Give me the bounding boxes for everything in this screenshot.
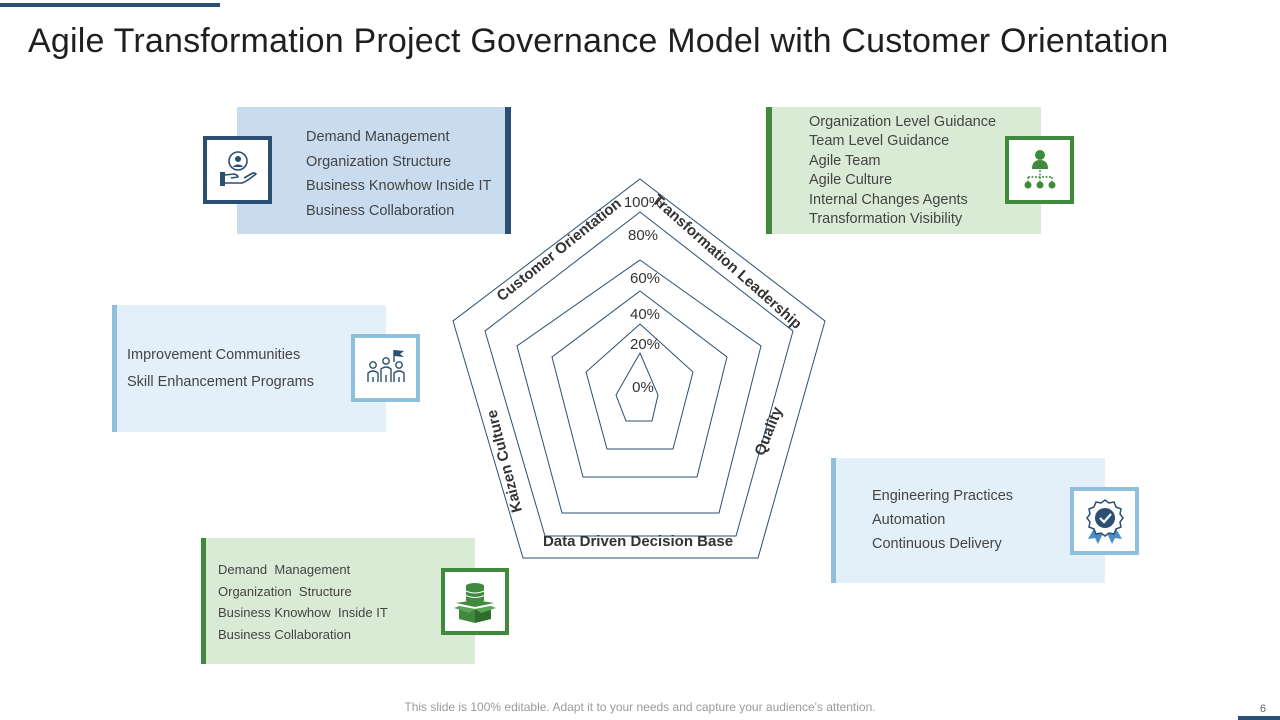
bottom-left-line: Demand Management <box>218 562 351 577</box>
axis-label-kaizen-culture: Kaizen Culture <box>483 408 525 514</box>
top-left-box: Demand Management Organization Structure… <box>237 107 511 234</box>
level-label-60: 60% <box>630 270 660 287</box>
bottom-left-icon-frame <box>441 568 509 635</box>
bottom-left-line: Business Knowhow Inside IT <box>218 605 388 621</box>
bottom-right-line: Continuous Delivery <box>872 536 1002 552</box>
footer-note: This slide is 100% editable. Adapt it to… <box>404 700 876 714</box>
person-hand-icon <box>219 151 257 186</box>
top-left-line: Business Knowhow Inside IT <box>306 178 492 194</box>
radar-ring-20 <box>585 323 694 450</box>
radar-ring-60 <box>516 259 762 514</box>
top-left-line: Organization Structure <box>306 153 452 170</box>
radar-ring-0 <box>615 351 659 422</box>
award-badge-icon <box>1085 499 1124 544</box>
database-box-icon <box>454 582 496 623</box>
top-left-icon-frame <box>203 136 272 204</box>
level-label-100: 100% <box>624 194 662 211</box>
level-label-40: 40% <box>630 306 660 323</box>
radar-level-labels: 0% 20% 40% 60% 80% 100% <box>624 194 662 396</box>
axis-label-data-driven-decision-base: Data Driven Decision Base <box>543 533 733 550</box>
page-title: Agile Transformation Project Governance … <box>28 22 1169 60</box>
mid-left-line: Improvement Communities <box>127 347 301 363</box>
top-right-line: Transformation Visibility <box>809 211 963 228</box>
top-right-box: Organization Level Guidance Team Level G… <box>766 107 1041 234</box>
page-number: 6 <box>1259 703 1266 715</box>
hierarchy-person-icon <box>1024 150 1055 189</box>
bottom-right-line: Engineering Practices <box>872 488 1014 504</box>
top-left-line: Demand Management <box>306 129 450 145</box>
mid-left-icon-frame <box>351 334 420 402</box>
top-accent-bar <box>0 3 220 7</box>
bottom-left-line: Business Collaboration <box>218 627 351 643</box>
bottom-left-line: Organization Structure <box>218 583 352 599</box>
level-label-0: 0% <box>632 379 654 396</box>
top-right-icon-frame <box>1005 136 1074 204</box>
bottom-left-box: Demand Management Organization Structure… <box>201 538 475 664</box>
radar-rings <box>452 178 826 559</box>
radar-ring-40 <box>551 290 728 478</box>
level-label-20: 20% <box>630 336 660 353</box>
mid-left-line: Skill Enhancement Programs <box>127 374 314 390</box>
mid-left-box: Improvement Communities Skill Enhancemen… <box>112 305 386 432</box>
page-accent-bar <box>1238 716 1280 720</box>
radar-ring-80 <box>484 211 794 537</box>
radar-axis-labels: Customer Orientation Transformation Lead… <box>483 192 805 550</box>
axis-label-customer-orientation: Customer Orientation <box>494 195 625 305</box>
top-right-line: Team Level Guidance <box>809 133 950 150</box>
team-flag-icon <box>366 350 405 382</box>
top-right-line: Agile Culture <box>809 172 893 189</box>
top-left-line: Business Collaboration <box>306 202 455 219</box>
bottom-right-box: Engineering Practices Automation Continu… <box>831 458 1105 583</box>
top-right-line: Internal Changes Agents <box>809 191 968 208</box>
radar-ring-100 <box>452 178 826 559</box>
level-label-80: 80% <box>628 227 658 244</box>
bottom-right-line: Automation <box>872 512 946 528</box>
top-right-line: Agile Team <box>809 152 881 169</box>
top-right-line: Organization Level Guidance <box>809 114 997 130</box>
bottom-right-icon-frame <box>1070 487 1139 555</box>
axis-label-quality: Quality <box>751 404 786 458</box>
